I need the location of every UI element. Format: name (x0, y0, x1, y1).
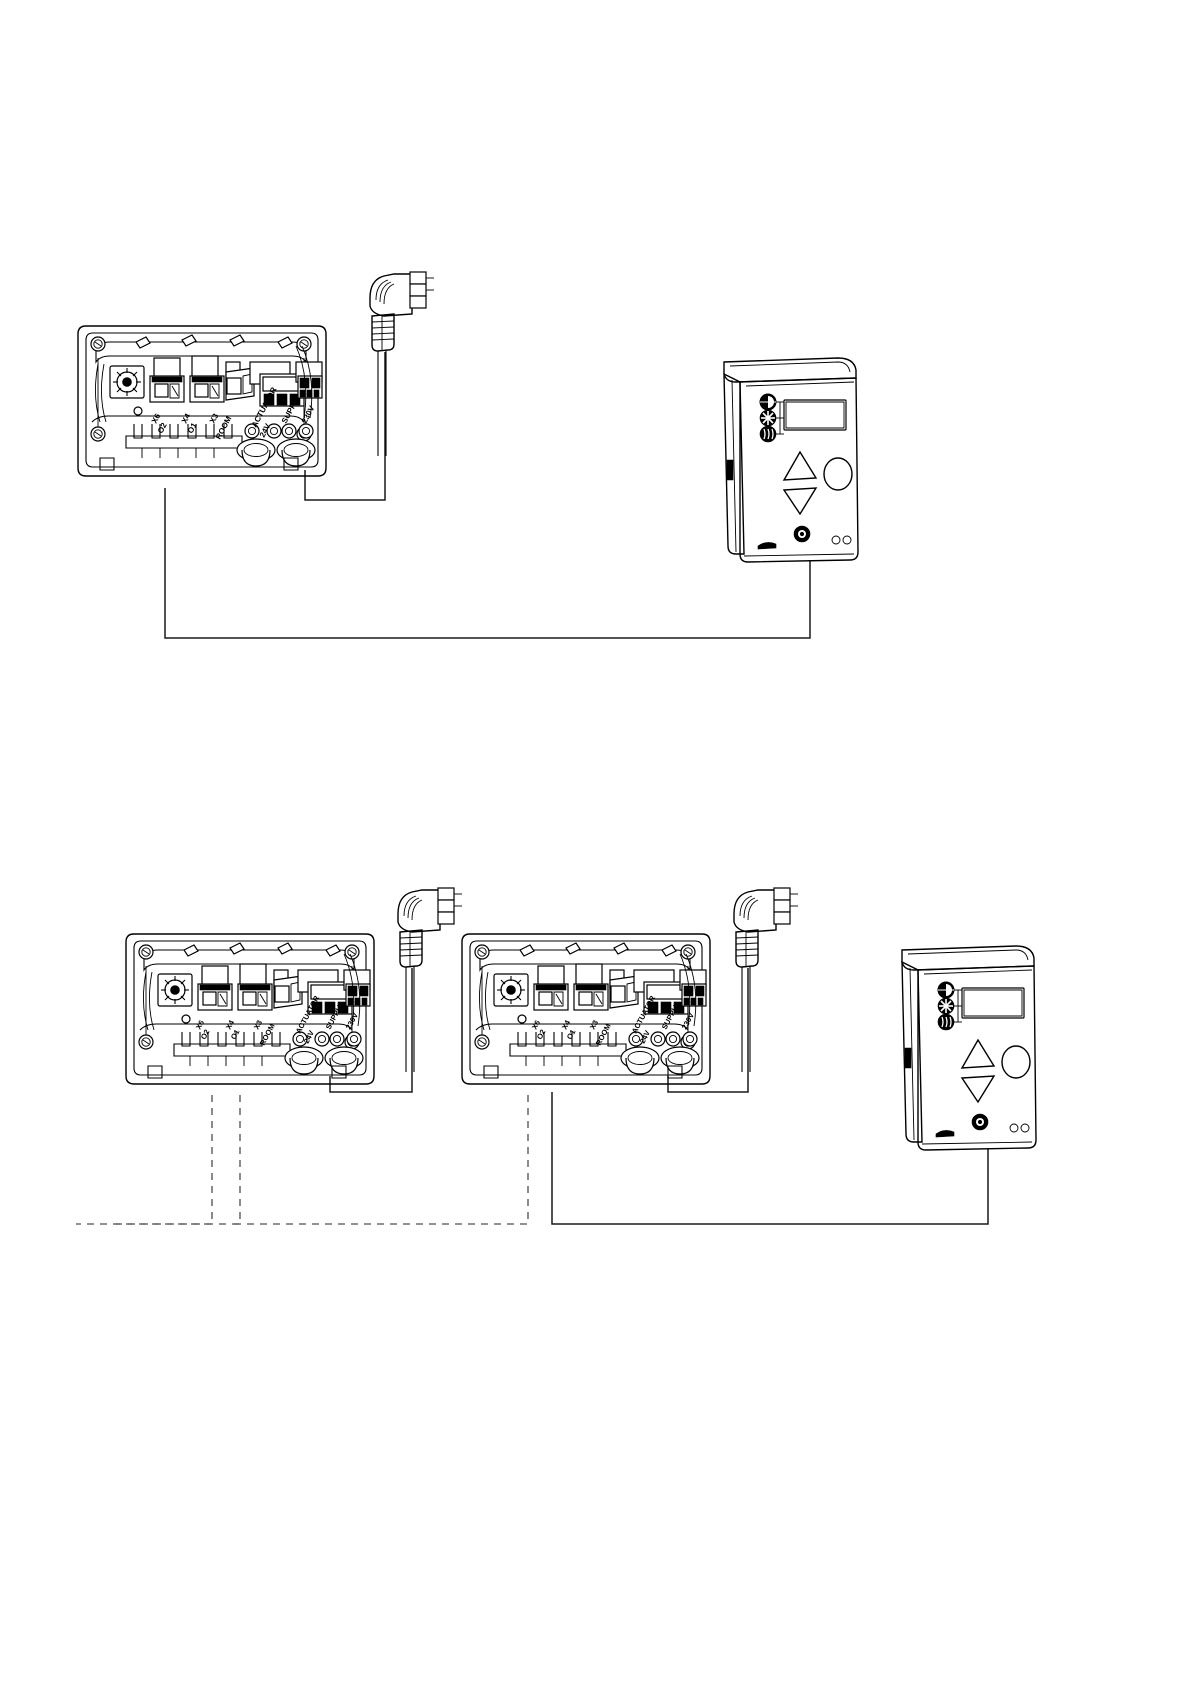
label2-x6-name: O2 (199, 1028, 212, 1041)
thermostat-unit-2[interactable] (901, 945, 1037, 1151)
power-plug-1[interactable] (369, 271, 435, 457)
label3-x3-code: X3 (588, 1019, 600, 1031)
figure-single-zone: X6 O2 X4 O1 X3 ROOM ACTUATOR 24V (77, 271, 859, 639)
power-plug-3[interactable] (733, 887, 799, 1073)
figure-multi-zone: X6 O2 X4 O1 X3 ROOM ACTUATOR 24V SUPPLY … (76, 887, 1037, 1225)
label3-actuator-line2: 24V (638, 1029, 652, 1045)
dashed-bus-room-2 (230, 1095, 529, 1225)
label-x3-code: X3 (208, 412, 221, 425)
controller-unit-1[interactable] (77, 325, 327, 477)
dashed-bus-o1 (112, 1095, 241, 1225)
wire-supply-to-plug (304, 352, 386, 501)
label2-x6-code: X6 (194, 1019, 206, 1031)
thermostat-unit-1[interactable] (723, 357, 859, 563)
label-x4-code: X4 (180, 412, 193, 425)
power-plug-2[interactable] (397, 887, 463, 1073)
dashed-bus-o2 (76, 1095, 213, 1225)
label2-x4-name: O1 (229, 1028, 242, 1041)
wire-room-to-thermostat-2 (551, 1092, 989, 1225)
label3-x4-name: O1 (565, 1028, 578, 1041)
wire-room-to-thermostat (164, 488, 811, 639)
label-supply-line2: 230V (300, 404, 317, 425)
label-x6-code: X6 (150, 412, 163, 425)
label3-x6-code: X6 (530, 1019, 542, 1031)
label2-x3-code: X3 (252, 1019, 264, 1031)
label2-actuator-line2: 24V (302, 1029, 316, 1045)
label3-x6-name: O2 (535, 1028, 548, 1041)
